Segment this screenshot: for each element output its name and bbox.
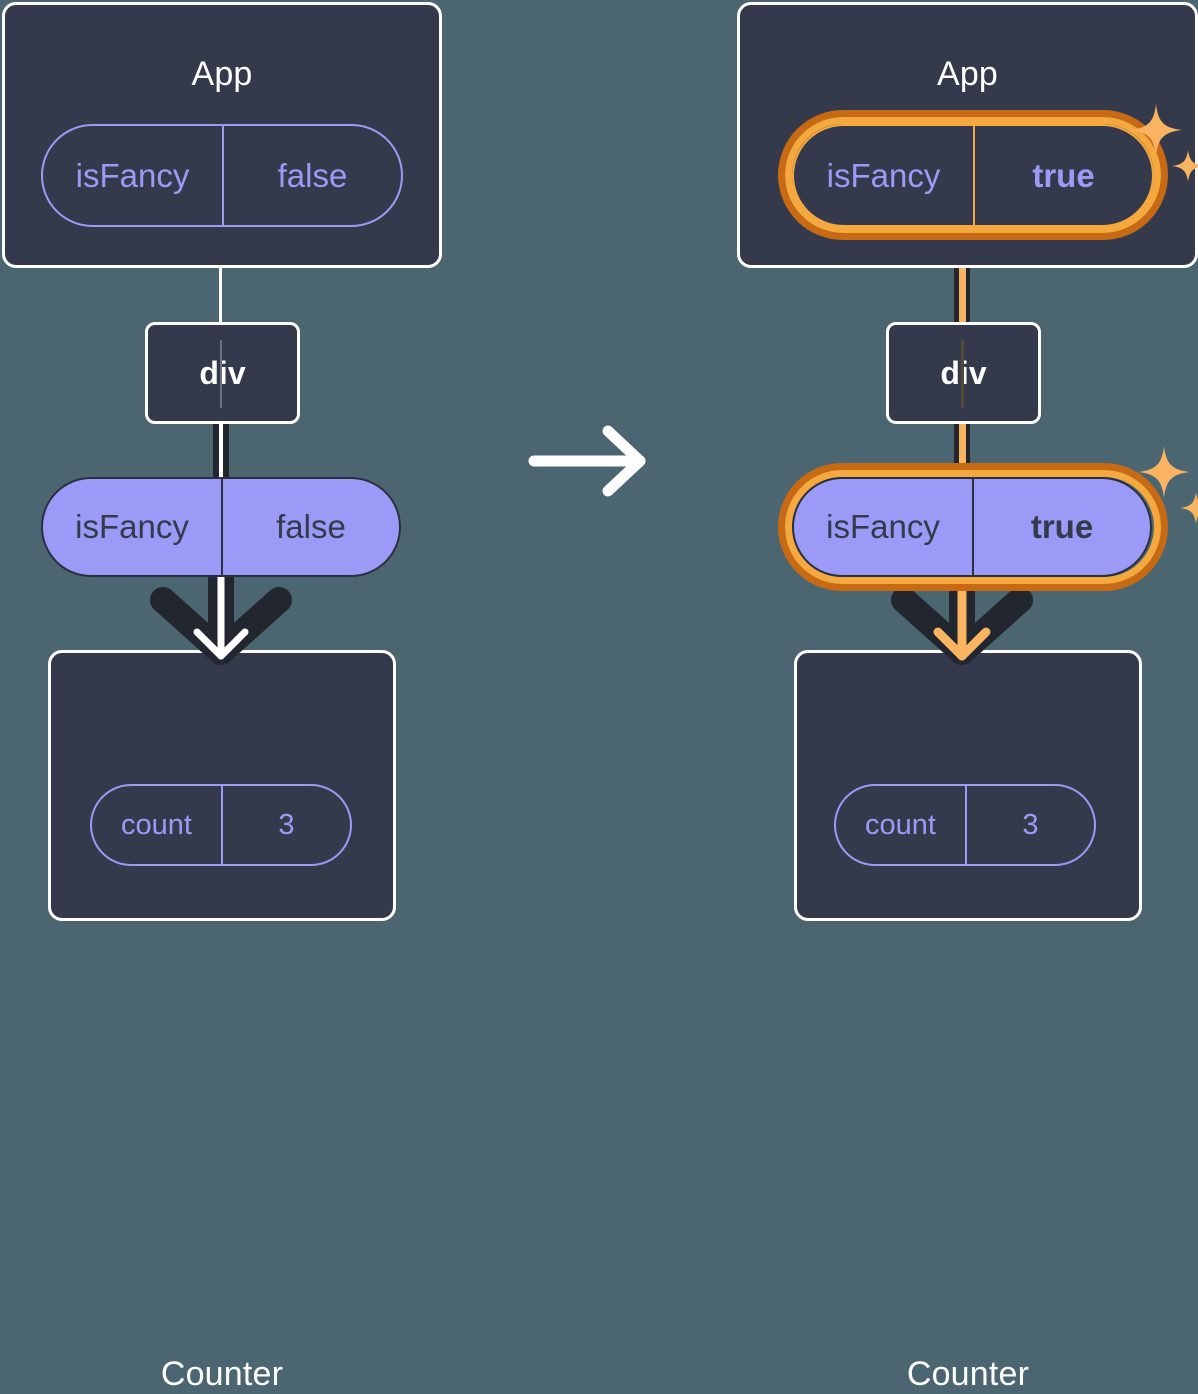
pill-counter-state[interactable]: count 3	[90, 784, 352, 866]
pill-app-state-after[interactable]: isFancy true	[792, 124, 1154, 227]
pill-app-state-value-after: true	[973, 126, 1152, 225]
pill-counter-state-after[interactable]: count 3	[834, 784, 1096, 866]
pill-app-state[interactable]: isFancy false	[41, 124, 403, 227]
pill-counter-state-value-after: 3	[965, 786, 1094, 864]
pill-app-state-value: false	[222, 126, 401, 225]
highlight-ring-app-state	[778, 110, 1168, 240]
pill-prop-key: isFancy	[75, 508, 189, 545]
pill-prop-value: false	[221, 479, 399, 575]
arrow-prop-to-counter	[150, 563, 292, 665]
connector-app-to-div	[219, 268, 222, 324]
box-div: div	[145, 322, 300, 424]
card-app-title-after: App	[936, 55, 999, 93]
pill-prop-value-after: true	[972, 479, 1150, 575]
connector-div-to-prop-core	[219, 422, 223, 484]
card-app-title: App	[191, 55, 253, 93]
box-div-label: div	[199, 354, 246, 391]
pill-prop-after[interactable]: isFancy true	[792, 477, 1152, 577]
pill-counter-state-value: 3	[221, 786, 350, 864]
pill-prop[interactable]: isFancy false	[41, 477, 401, 577]
pill-app-state-key: isFancy	[75, 156, 190, 194]
panel-after: App isFancy true div isFancy true	[728, 0, 1198, 1393]
sparkle-prop-icon	[1138, 446, 1198, 524]
connector-through-div-after	[961, 340, 964, 408]
pill-prop-key-after: isFancy	[826, 508, 940, 545]
arrow-right-icon	[528, 425, 646, 497]
pill-counter-state-key: count	[121, 808, 192, 841]
card-counter-title-after: Counter	[906, 1355, 1030, 1393]
highlight-ring-prop	[778, 463, 1168, 591]
pill-counter-state-key-after: count	[865, 808, 936, 841]
pill-app-state-key-after: isFancy	[826, 156, 941, 194]
card-counter-title: Counter	[160, 1355, 284, 1393]
connector-div-to-prop-core-after	[959, 422, 966, 484]
sparkle-app-state-icon	[1130, 104, 1198, 182]
connector-through-div	[220, 340, 222, 408]
panel-before: App isFancy false div isFancy false	[0, 0, 470, 1393]
connector-app-to-div-core-after	[959, 232, 966, 324]
